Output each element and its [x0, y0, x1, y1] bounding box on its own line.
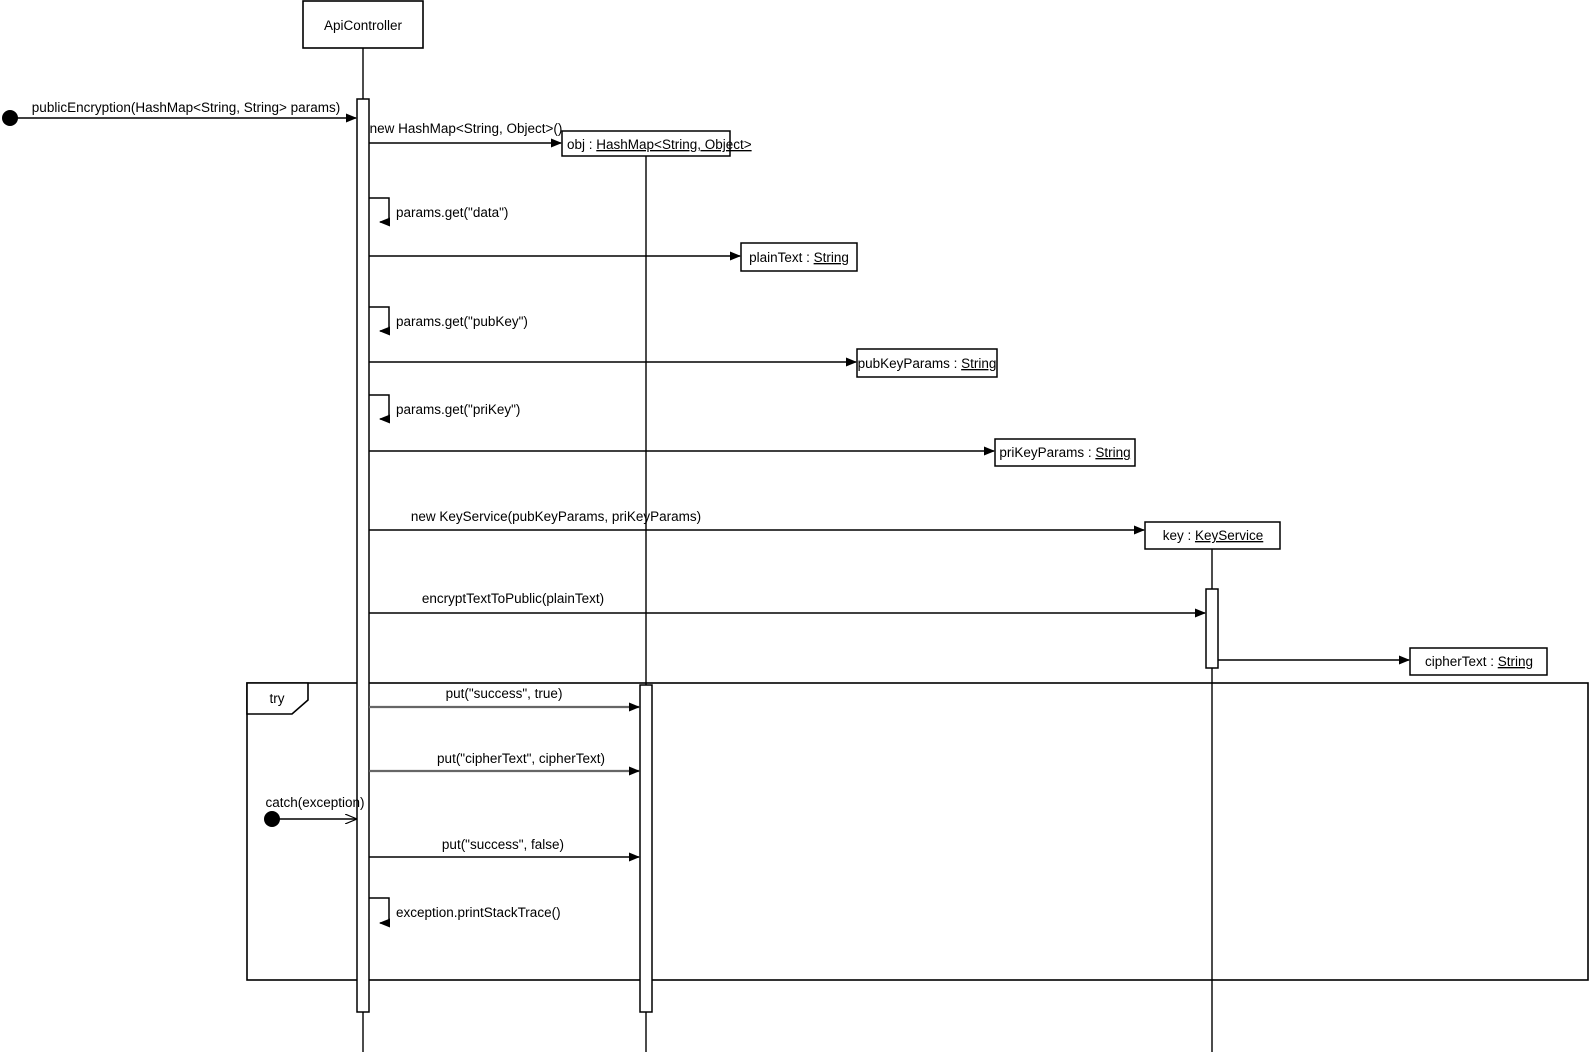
message-label-publicEncryption: publicEncryption(HashMap<String, String>…: [32, 100, 340, 115]
participant-box-priKeyParams: [994, 438, 1136, 467]
participant-boxes: ApiController obj : HashMap<String, Obje…: [302, 0, 1548, 676]
message-encryptTextToPublic[interactable]: encryptTextToPublic(plainText): [369, 591, 1206, 618]
participant-type-plainText: String: [814, 250, 849, 265]
activation-obj: [639, 684, 653, 1013]
activation-keyService: [1205, 588, 1219, 669]
message-new-keyservice[interactable]: new KeyService(pubKeyParams, priKeyParam…: [369, 509, 1145, 535]
message-label-put-ciphertext: put("cipherText", cipherText): [437, 751, 605, 766]
svg-text:pubKeyParams : String: pubKeyParams : String: [858, 356, 997, 371]
activation-apiController: [356, 98, 370, 1013]
found-message-start-dot: [2, 110, 18, 126]
svg-text:key : KeyService: key : KeyService: [1163, 528, 1264, 543]
participant-box-keyService: [1144, 521, 1281, 550]
message-label-new-keyservice: new KeyService(pubKeyParams, priKeyParam…: [411, 509, 701, 524]
participant-type-keyService: KeyService: [1195, 528, 1263, 543]
participant-name-cipherText: cipherText :: [1425, 654, 1498, 669]
participant-type-priKeyParams: String: [1095, 445, 1130, 460]
participant-name-pubKeyParams: pubKeyParams :: [858, 356, 962, 371]
participant-name-plainText: plainText :: [749, 250, 814, 265]
message-label-put-success-true: put("success", true): [446, 686, 563, 701]
message-label-put-success-false: put("success", false): [442, 837, 564, 852]
participant-plainText[interactable]: plainText : String: [740, 242, 858, 272]
participant-apiController[interactable]: ApiController: [302, 0, 424, 49]
participant-box-plainText: [740, 242, 858, 272]
activation-bars: [356, 98, 1219, 1013]
message-label-params-get-data: params.get("data"): [396, 205, 508, 220]
participant-box-pubKeyParams: [856, 348, 998, 378]
message-put-success-false[interactable]: put("success", false): [369, 837, 640, 862]
message-params-get-prikey[interactable]: params.get("priKey"): [369, 394, 520, 424]
svg-text:cipherText : String: cipherText : String: [1425, 654, 1533, 669]
lifelines: [362, 48, 1213, 1052]
participant-name-keyService: key :: [1163, 528, 1195, 543]
participant-type-cipherText: String: [1498, 654, 1533, 669]
svg-text:plainText : String: plainText : String: [749, 250, 849, 265]
participant-cipherText[interactable]: cipherText : String: [1409, 647, 1548, 676]
message-params-get-pubkey[interactable]: params.get("pubKey"): [369, 306, 528, 336]
message-line-params-get-data: [369, 197, 390, 227]
message-line-params-get-pubkey: [369, 306, 390, 336]
message-label-exception-printstacktrace: exception.printStackTrace(): [396, 905, 561, 920]
svg-text:ApiController: ApiController: [324, 18, 403, 33]
participant-type-pubKeyParams: String: [961, 356, 996, 371]
participant-type-obj: HashMap<String, Object>: [596, 137, 751, 152]
participant-priKeyParams[interactable]: priKeyParams : String: [994, 438, 1136, 467]
participant-pubKeyParams[interactable]: pubKeyParams : String: [856, 348, 998, 378]
try-fragment: try: [246, 682, 1589, 981]
participant-name-obj: obj :: [567, 137, 596, 152]
message-exception-printstacktrace[interactable]: exception.printStackTrace(): [369, 897, 561, 928]
message-put-ciphertext[interactable]: put("cipherText", cipherText): [369, 751, 640, 776]
participant-name-priKeyParams: priKeyParams :: [999, 445, 1095, 460]
participant-keyService[interactable]: key : KeyService: [1144, 521, 1281, 550]
participant-box-cipherText: [1409, 647, 1548, 676]
message-label-catch-exception: catch(exception): [265, 795, 364, 810]
message-publicEncryption[interactable]: publicEncryption(HashMap<String, String>…: [2, 100, 357, 126]
message-params-get-data[interactable]: params.get("data"): [369, 197, 508, 227]
message-label-params-get-prikey: params.get("priKey"): [396, 402, 520, 417]
message-catch-exception[interactable]: catch(exception): [264, 795, 365, 827]
message-label-new-hashmap: new HashMap<String, Object>(): [370, 121, 563, 136]
message-label-params-get-pubkey: params.get("pubKey"): [396, 314, 528, 329]
message-line-params-get-prikey: [369, 394, 390, 424]
svg-text:priKeyParams : String: priKeyParams : String: [999, 445, 1130, 460]
participant-obj[interactable]: obj : HashMap<String, Object>: [561, 130, 752, 157]
try-fragment-border: [246, 682, 1589, 981]
try-fragment-label: try: [270, 691, 285, 706]
try-fragment-label-tab: [246, 682, 309, 715]
catch-message-start-dot: [264, 811, 280, 827]
message-new-hashmap[interactable]: new HashMap<String, Object>(): [369, 121, 563, 148]
participant-box-apiController: [302, 0, 424, 49]
message-line-exception-printstacktrace: [369, 897, 390, 928]
message-put-success-true[interactable]: put("success", true): [369, 686, 640, 712]
message-label-encryptTextToPublic: encryptTextToPublic(plainText): [422, 591, 604, 606]
participant-box-obj: [561, 130, 731, 157]
participant-label-apiController: ApiController: [324, 18, 403, 33]
svg-text:obj : HashMap<String, Object>: obj : HashMap<String, Object>: [567, 137, 752, 152]
